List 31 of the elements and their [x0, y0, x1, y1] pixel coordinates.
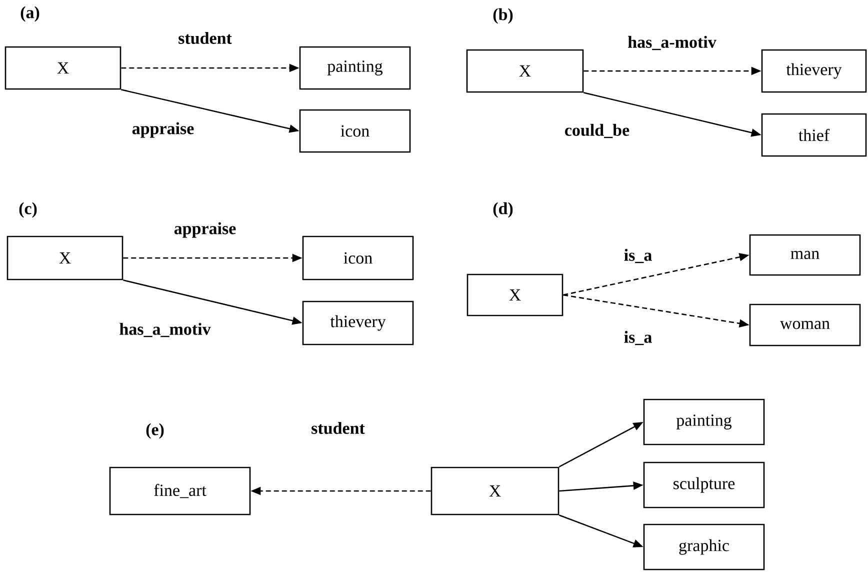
edge-label: appraise [130, 121, 196, 139]
edge-label: has_a-motiv [626, 34, 718, 52]
concept-box: sculpture [643, 462, 765, 508]
concept-box: man [749, 234, 861, 276]
edge-label: has_a_motiv [118, 322, 212, 338]
edge-label: student [310, 420, 366, 435]
concept-box: X [6, 236, 124, 280]
concept-box: X [430, 466, 560, 516]
panel-label: (c) [19, 202, 37, 218]
edge-label: is_a [622, 248, 654, 264]
edge-label: is_a [622, 330, 654, 346]
edge-label: student [177, 30, 233, 45]
concept-box: X [466, 274, 564, 316]
panel-label: (b) [493, 8, 513, 24]
concept-box: graphic [643, 524, 765, 570]
panel-label: (d) [493, 202, 513, 218]
edge-label: appraise [172, 221, 238, 239]
concept-box: woman [749, 304, 861, 346]
concept-box: thievery [302, 300, 414, 346]
concept-box: icon [302, 236, 414, 280]
concept-box: X [466, 49, 584, 93]
panel-label: (e) [146, 423, 164, 439]
concept-box: thief [761, 113, 867, 157]
panel-label: (a) [20, 6, 40, 22]
concept-box: thievery [761, 49, 867, 93]
concept-box: painting [643, 398, 765, 446]
edge-label: could_be [563, 122, 631, 140]
concept-box: fine_art [109, 466, 251, 516]
concept-box: icon [299, 109, 411, 153]
concept-box: painting [299, 46, 411, 90]
concept-box: X [4, 46, 122, 90]
